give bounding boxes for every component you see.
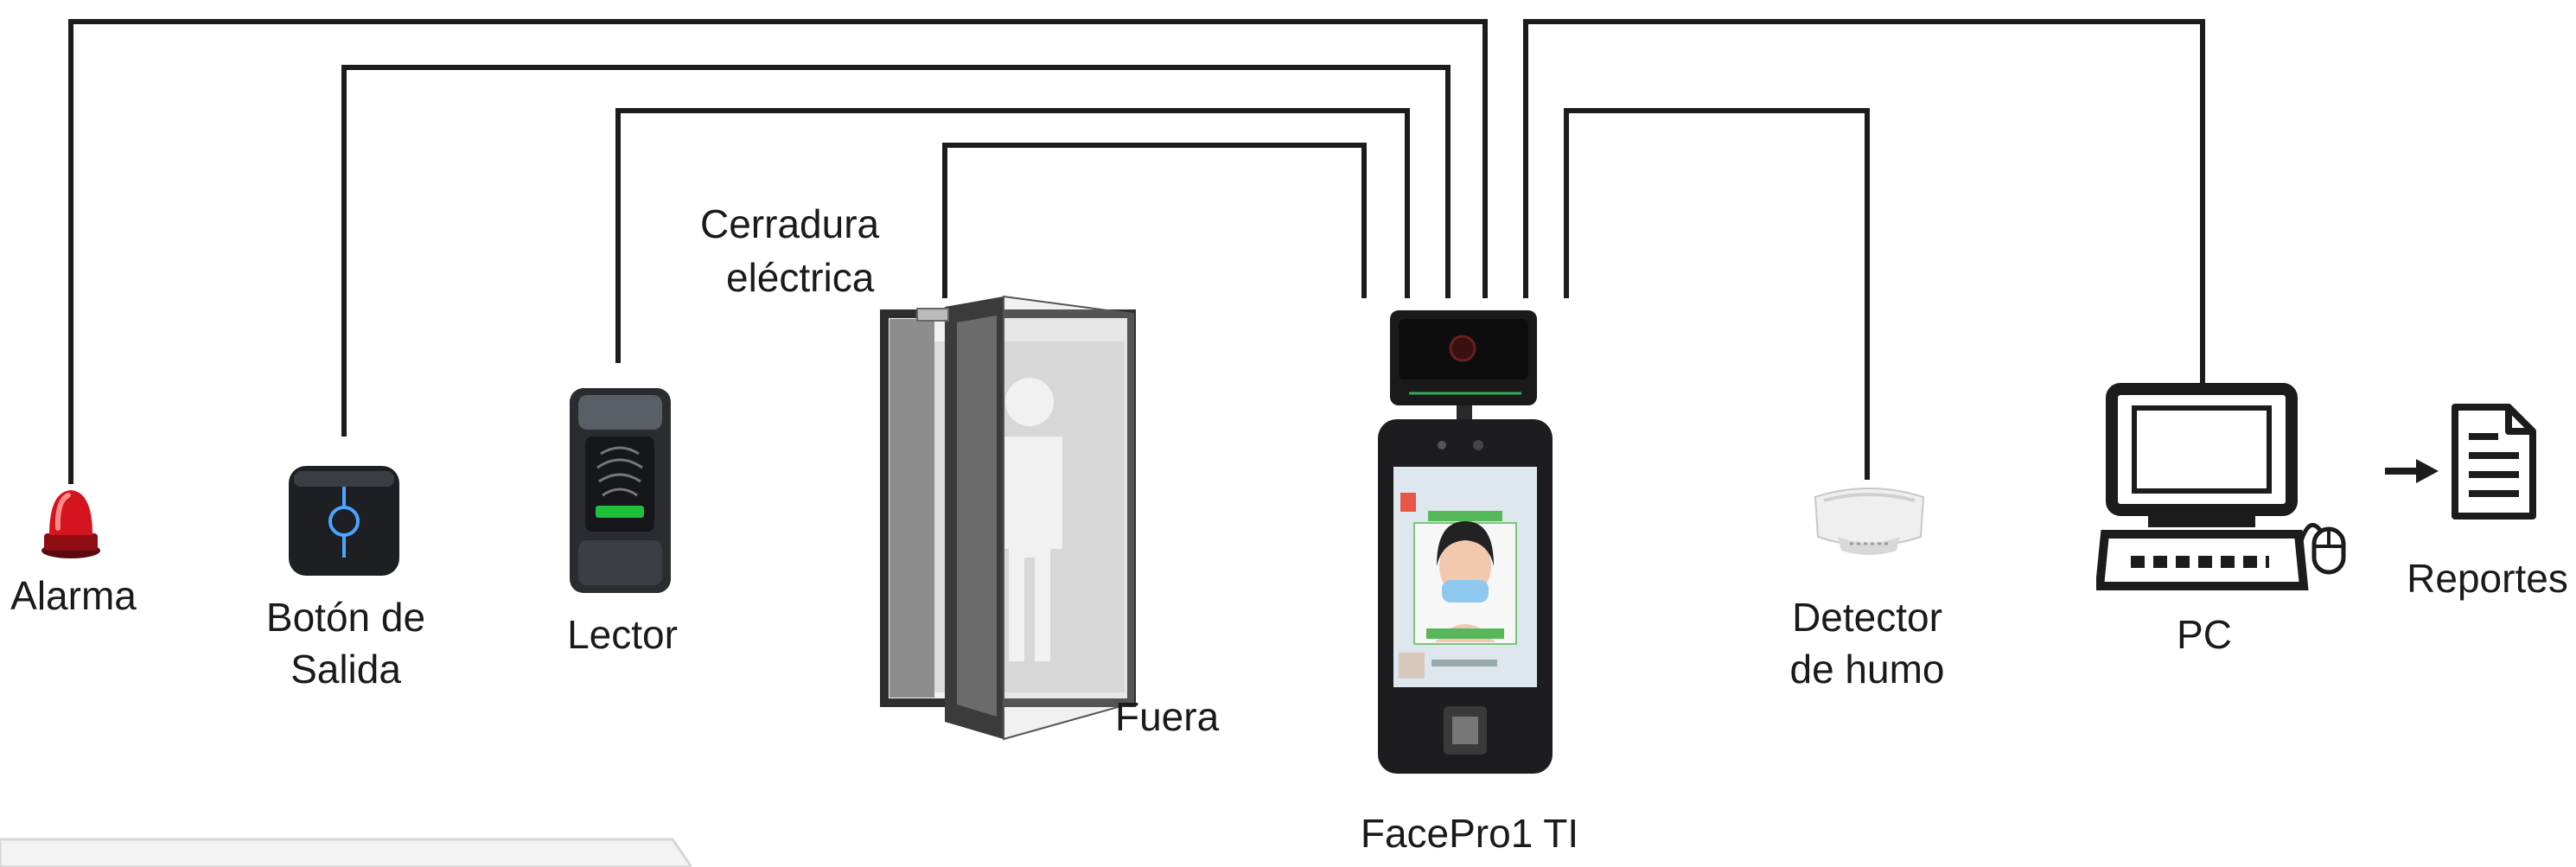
pc-label: PC	[2177, 612, 2232, 657]
reports-label: Reportes	[2407, 556, 2568, 601]
smoke-detector-device	[1807, 480, 1932, 562]
door-lock-label-line2: eléctrica	[726, 255, 875, 300]
reports-device	[2446, 402, 2541, 523]
reader-device	[566, 385, 674, 596]
exit-button-icon	[289, 466, 399, 576]
report-document-icon	[2452, 404, 2536, 520]
smoke-detector-label-line2: de humo	[1789, 647, 1945, 692]
arrow-right-icon	[2385, 459, 2439, 483]
alarm-device	[30, 480, 112, 562]
alarm-label: Alarma	[10, 573, 137, 618]
corner-panel-decoration	[0, 838, 692, 867]
door-outside-label: Fuera	[1115, 694, 1220, 739]
face-terminal-icon	[1378, 310, 1553, 774]
reader-label: Lector	[567, 612, 678, 657]
wire-alarm	[68, 19, 1488, 484]
wire-door-lock	[942, 143, 1367, 298]
door-icon	[880, 295, 1136, 741]
wire-pc	[1523, 19, 2205, 385]
computer-icon	[2096, 383, 2346, 590]
terminal-device	[1374, 307, 1556, 778]
wire-exit-button	[341, 65, 1451, 437]
door-lock-label-line1: Cerradura	[700, 201, 880, 246]
smoke-detector-label-line1: Detector	[1792, 595, 1942, 640]
fingerprint-reader-icon	[570, 388, 671, 593]
siren-icon	[41, 490, 100, 558]
exit-button-label-line2: Salida	[290, 647, 401, 692]
exit-button-device	[285, 462, 403, 579]
pc-device	[2096, 380, 2356, 596]
terminal-label: FacePro1 TI	[1360, 811, 1579, 856]
smoke-detector-icon	[1814, 488, 1925, 555]
wire-smoke-detector	[1564, 108, 1870, 480]
wire-reader	[615, 108, 1410, 363]
door-device	[877, 290, 1137, 743]
exit-button-label-line1: Botón de	[265, 595, 426, 640]
